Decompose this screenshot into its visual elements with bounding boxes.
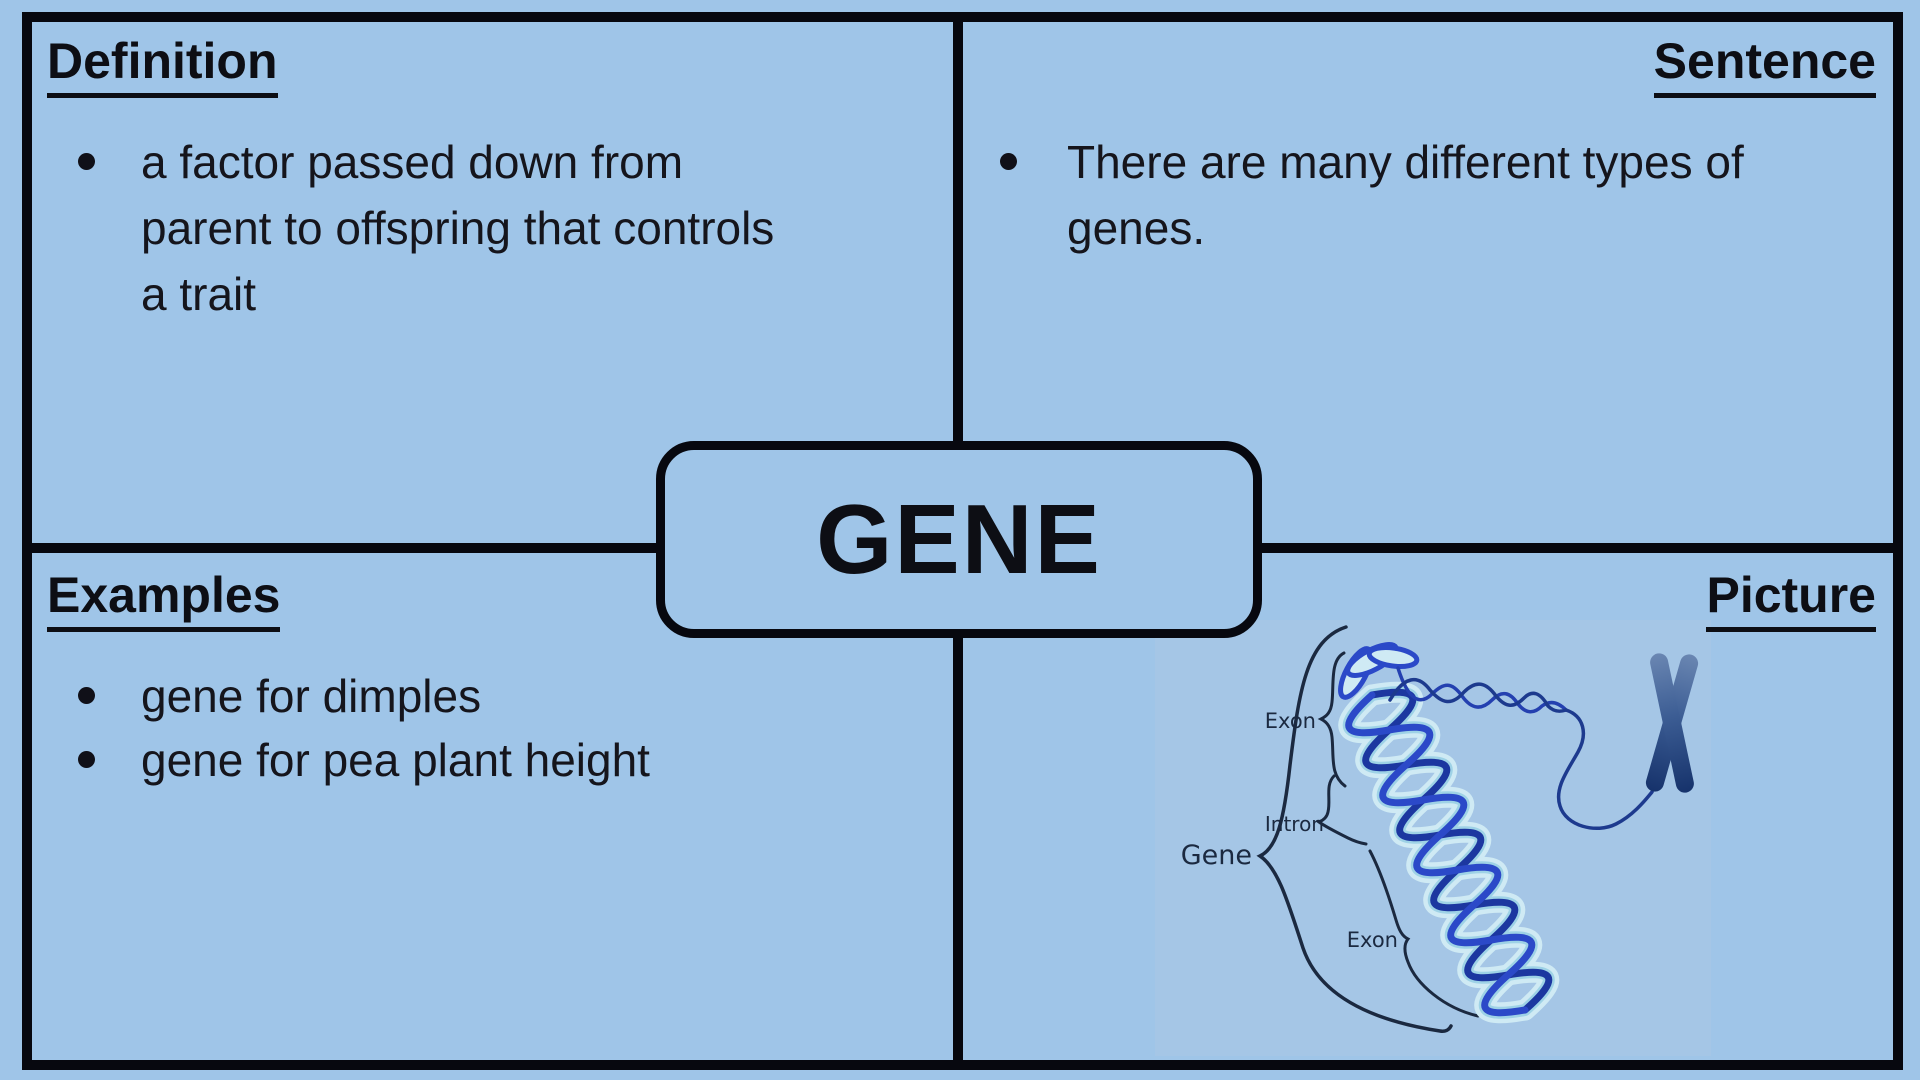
example-text: gene for pea plant height (141, 734, 650, 786)
exon-top-brace (1317, 651, 1347, 788)
intron-brace (1315, 774, 1368, 846)
definition-text: a factor passed down from parent to offs… (141, 136, 775, 320)
chromosome-icon (1645, 653, 1699, 793)
list-item: There are many different types of genes. (1000, 129, 1744, 261)
helix-top-loops (1338, 642, 1420, 700)
gene-brace (1256, 625, 1453, 1033)
bullet-icon (78, 751, 95, 768)
gene-diagram: Exon Intron Gene Exon (1155, 620, 1711, 1056)
center-term-box: GENE (656, 441, 1262, 638)
bullet-icon (78, 687, 95, 704)
term-title: GENE (816, 484, 1102, 594)
exon-bottom-label: Exon (1347, 928, 1398, 952)
sentence-text: There are many different types of genes. (1067, 136, 1744, 254)
examples-heading: Examples (47, 566, 281, 632)
sentence-list: There are many different types of genes. (1000, 129, 1744, 261)
bullet-icon (1000, 153, 1017, 170)
bullet-icon (78, 153, 95, 170)
sentence-heading: Sentence (1653, 32, 1876, 98)
definition-list: a factor passed down from parent to offs… (78, 129, 774, 327)
exon-top-label: Exon (1265, 709, 1316, 733)
list-item: gene for pea plant height (78, 728, 650, 792)
example-text: gene for dimples (141, 670, 482, 722)
picture-heading: Picture (1706, 566, 1876, 632)
gene-label: Gene (1181, 840, 1252, 871)
examples-list: gene for dimples gene for pea plant heig… (78, 664, 650, 792)
exon-bottom-brace (1368, 849, 1480, 1018)
list-item: a factor passed down from parent to offs… (78, 129, 774, 327)
list-item: gene for dimples (78, 664, 650, 728)
intron-label: Intron (1265, 812, 1324, 836)
definition-heading: Definition (47, 32, 278, 98)
dna-helix (1338, 681, 1560, 1024)
dna-strand (1388, 666, 1654, 830)
